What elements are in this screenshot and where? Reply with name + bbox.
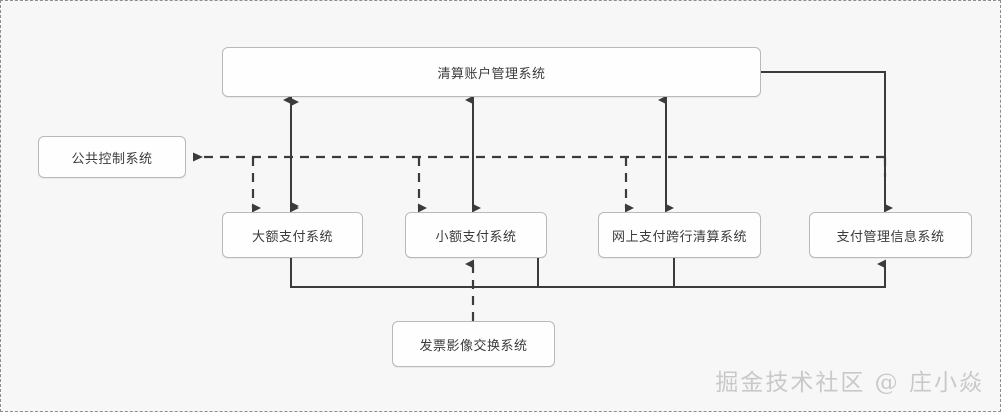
node-payment-mis[interactable]: 支付管理信息系统 — [809, 212, 972, 258]
node-large-value-payment[interactable]: 大额支付系统 — [222, 212, 363, 258]
node-label: 大额支付系统 — [251, 228, 333, 244]
edge-payment-bus — [290, 258, 886, 288]
node-online-interbank-clearing[interactable]: 网上支付跨行清算系统 — [598, 212, 761, 258]
node-label: 小额支付系统 — [435, 228, 517, 244]
node-label: 支付管理信息系统 — [836, 228, 945, 244]
node-bulk-payment[interactable]: 小额支付系统 — [405, 212, 547, 258]
node-label: 网上支付跨行清算系统 — [611, 228, 747, 244]
node-invoice-image-exchange[interactable]: 发票影像交换系统 — [392, 321, 555, 367]
node-label: 公共控制系统 — [71, 150, 153, 166]
node-clearing-account[interactable]: 清算账户管理系统 — [222, 47, 761, 97]
node-label: 发票影像交换系统 — [419, 337, 528, 353]
edge-dashed-public-control-bus — [193, 152, 887, 177]
node-public-control[interactable]: 公共控制系统 — [38, 136, 186, 178]
edge-clearing-payment-mis — [761, 71, 893, 213]
node-label: 清算账户管理系统 — [437, 65, 546, 81]
watermark-text: 掘金技术社区 @ 庄小焱 — [715, 370, 984, 396]
